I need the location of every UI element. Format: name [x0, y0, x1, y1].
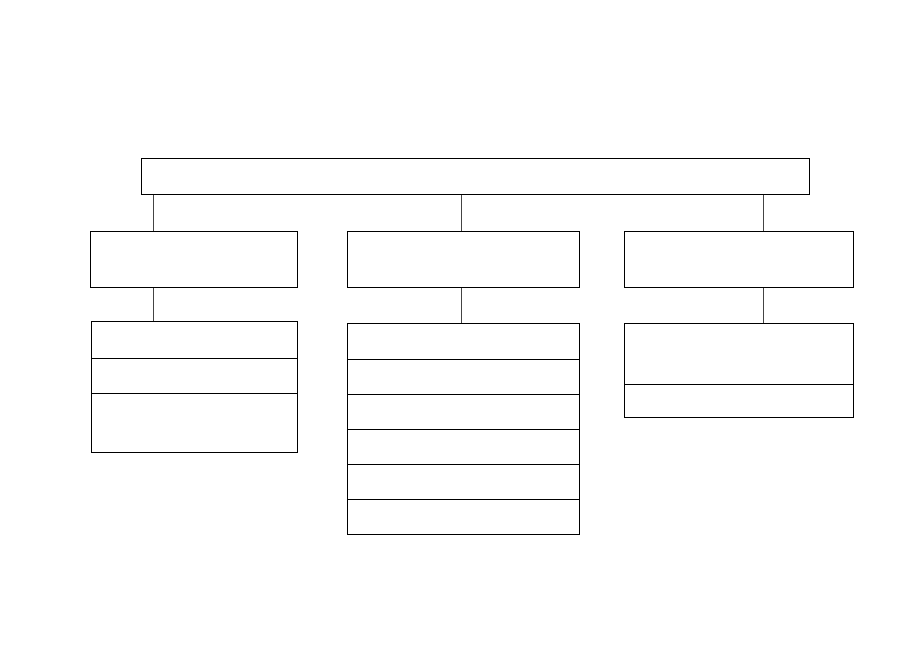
list-item	[92, 322, 297, 358]
list-item	[625, 384, 853, 416]
branch-node-1	[90, 231, 298, 288]
root-node	[141, 158, 810, 195]
connector-branch-2-items	[461, 288, 462, 323]
list-item	[625, 324, 853, 384]
list-item	[92, 358, 297, 393]
list-item	[348, 359, 579, 394]
list-item	[348, 464, 579, 499]
connector-root-branch-3	[763, 195, 764, 231]
list-item	[348, 499, 579, 533]
list-item	[348, 324, 579, 359]
branch-node-2	[347, 231, 580, 288]
list-item	[348, 429, 579, 464]
list-item	[92, 393, 297, 451]
branch-2-item-list	[347, 323, 580, 535]
connector-root-branch-2	[461, 195, 462, 231]
branch-node-3	[624, 231, 854, 288]
connector-branch-1-items	[153, 288, 154, 321]
branch-1-item-list	[91, 321, 298, 453]
connector-root-branch-1	[153, 195, 154, 231]
branch-3-item-list	[624, 323, 854, 418]
connector-branch-3-items	[763, 288, 764, 323]
list-item	[348, 394, 579, 429]
